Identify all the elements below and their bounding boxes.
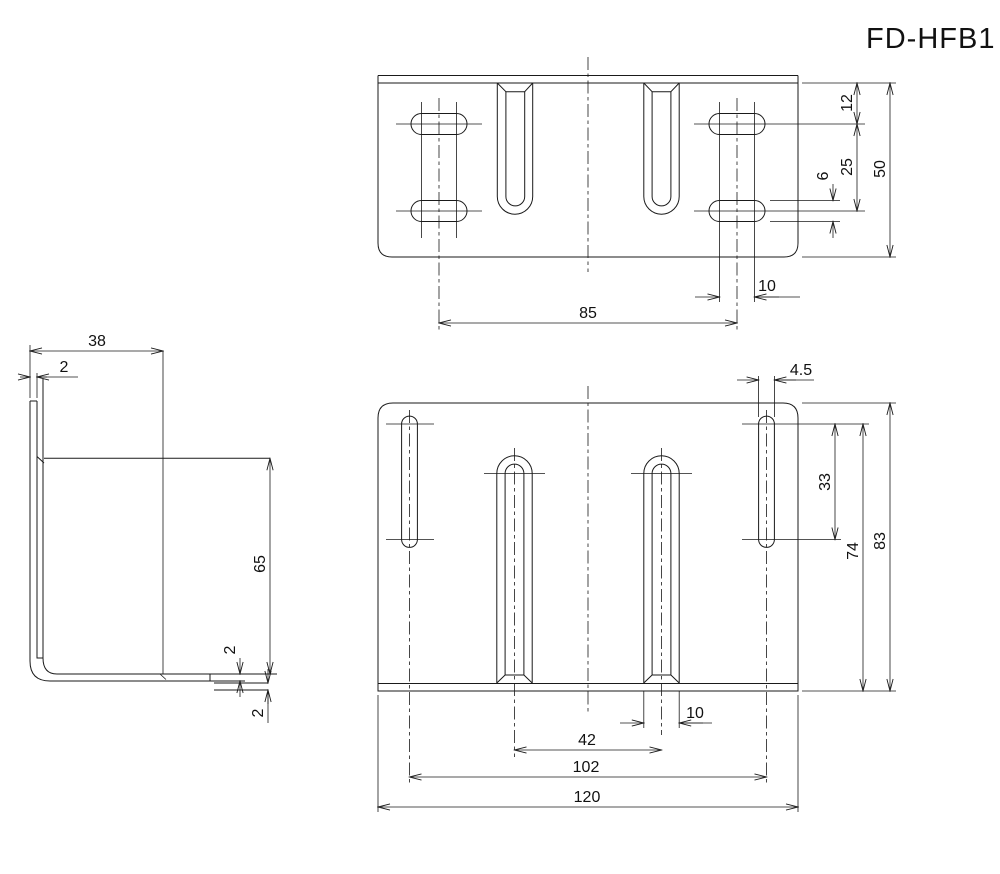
dim-side-panel-2: 2 — [250, 708, 267, 717]
dim-front-height-83: 83 — [872, 532, 889, 550]
top-view-hole-center-lines — [396, 98, 865, 330]
dim-side-wall-2: 2 — [60, 359, 69, 376]
front-view-center-slot-left — [484, 448, 545, 757]
dim-front-slot-33: 33 — [817, 473, 834, 491]
side-view: 38 2 65 2 2 — [20, 333, 277, 723]
dim-top-hole-width: 6 — [815, 171, 832, 180]
dim-front-slot-width-45: 4.5 — [790, 362, 812, 379]
dim-front-pitch-102: 102 — [573, 759, 600, 776]
top-view: 85 10 12 25 50 6 — [377, 57, 896, 330]
front-view: 4.5 33 74 83 10 42 102 — [378, 362, 896, 812]
dim-front-height-74: 74 — [845, 542, 862, 560]
front-view-side-slots — [386, 410, 869, 784]
side-view-slot-top-edge — [36, 456, 270, 464]
dim-side-38: 38 — [88, 333, 106, 350]
side-view-profile — [29, 379, 277, 682]
dim-top-hole-pitch: 85 — [579, 305, 597, 322]
part-number-title: FD-HFB1 — [866, 23, 995, 55]
front-view-center-slot-right — [631, 448, 692, 735]
dim-top-slot-length: 10 — [758, 278, 776, 295]
dim-front-pitch-42: 42 — [578, 732, 596, 749]
dim-side-65: 65 — [252, 555, 269, 573]
dim-top-depth: 50 — [872, 160, 889, 178]
dim-top-edge-row: 12 — [839, 94, 856, 112]
side-view-hole-row-line — [159, 351, 167, 680]
dim-front-slot-width-10: 10 — [686, 705, 704, 722]
dim-top-row-pitch: 25 — [839, 158, 856, 176]
top-view-dimensions: 85 10 12 25 50 6 — [439, 83, 896, 323]
top-view-center-slot-right — [643, 82, 680, 215]
top-view-center-slot-left — [496, 82, 534, 215]
dim-side-plate-2: 2 — [222, 645, 239, 654]
dim-front-width-120: 120 — [574, 789, 601, 806]
side-view-dimensions: 38 2 65 2 2 — [20, 333, 270, 723]
front-view-dimensions: 4.5 33 74 83 10 42 102 — [378, 362, 896, 812]
